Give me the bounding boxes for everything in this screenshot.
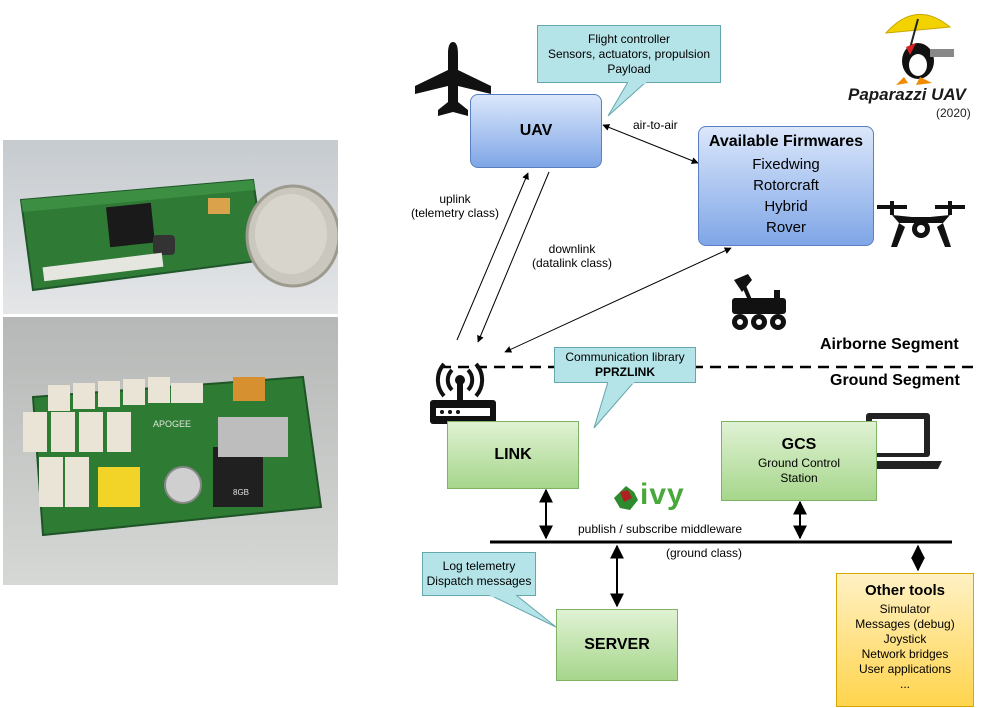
firmware-item: Fixedwing [752,156,820,173]
tool-item: Joystick [883,632,927,646]
gcs-node: GCS Ground Control Station [721,421,877,501]
server-label: SERVER [584,636,650,653]
airplane-icon [415,42,491,116]
gcs-title: GCS [781,436,817,453]
ground-segment-label: Ground Segment [830,372,960,389]
downlink-class-text: (datalink class) [531,256,613,270]
board-brand-text: APOGEE [153,419,191,429]
firmwares-node: Available Firmwares Fixedwing Rotorcraft… [698,126,874,246]
rover-link-arrow [504,247,732,353]
callout-line: Payload [607,61,651,76]
air-to-air-arrow [602,124,699,164]
tool-item: Messages (debug) [855,617,955,631]
rover-icon [732,274,786,330]
sd-card-text: 8GB [233,488,249,497]
antenna-router-icon [430,362,496,424]
uplink-arrow [456,172,529,341]
airborne-segment-label: Airborne Segment [820,336,959,353]
uav-label: UAV [519,122,553,139]
tool-item: User applications [858,662,952,676]
firmware-item: Hybrid [764,198,808,215]
flight-callout-tail [607,82,647,117]
link-label: LINK [494,446,532,463]
other-tools-node: Other tools Simulator Messages (debug) J… [836,573,974,707]
logo-title: Paparazzi UAV [848,85,966,104]
firmware-item: Rover [765,219,806,236]
drone-icon [877,201,965,247]
downlink-text: downlink [548,242,596,256]
firmware-item: Rotorcraft [753,177,819,194]
tool-item: Network bridges [861,647,949,661]
bus-label: publish / subscribe middleware [578,522,743,536]
callout-line: Communication library [565,350,685,364]
other-tools-title: Other tools [864,582,945,599]
comm-callout-tail [593,382,635,429]
callout-line: Log telemetry [442,559,516,573]
uplink-label: uplink (telemetry class) [398,192,512,220]
paparazzi-logo-icon [884,14,954,85]
logo-year: (2020) [936,106,971,120]
log-callout-tail [489,595,557,628]
link-node: LINK [447,421,579,489]
tool-item: ... [899,677,910,691]
gcs-subtitle: Station [780,471,818,485]
bus-class-label: (ground class) [666,546,743,560]
log-callout: Log telemetry Dispatch messages [422,552,536,596]
autopilot-photo-bottom: APOGEE 8GB [3,317,338,585]
air-to-air-label: air-to-air [633,118,678,132]
callout-line: Flight controller [587,31,671,46]
firmwares-title: Available Firmwares [708,133,864,150]
uav-node: UAV [470,94,602,168]
autopilot-photo-top [3,140,338,314]
callout-line: Dispatch messages [426,574,532,588]
callout-line-bold: PPRZLINK [595,365,655,379]
communication-callout: Communication library PPRZLINK [554,347,696,383]
downlink-label: downlink (datalink class) [524,242,620,270]
tool-item: Simulator [879,602,931,616]
uplink-class-text: (telemetry class) [410,206,499,220]
gcs-subtitle: Ground Control [757,456,841,470]
callout-line: Sensors, actuators, propulsion [547,46,711,61]
flight-controller-callout: Flight controller Sensors, actuators, pr… [537,25,721,83]
ivy-leaf-icon [614,486,638,510]
uplink-text: uplink [439,192,471,206]
ivy-logo-text: ivy [640,478,685,511]
server-node: SERVER [556,609,678,681]
